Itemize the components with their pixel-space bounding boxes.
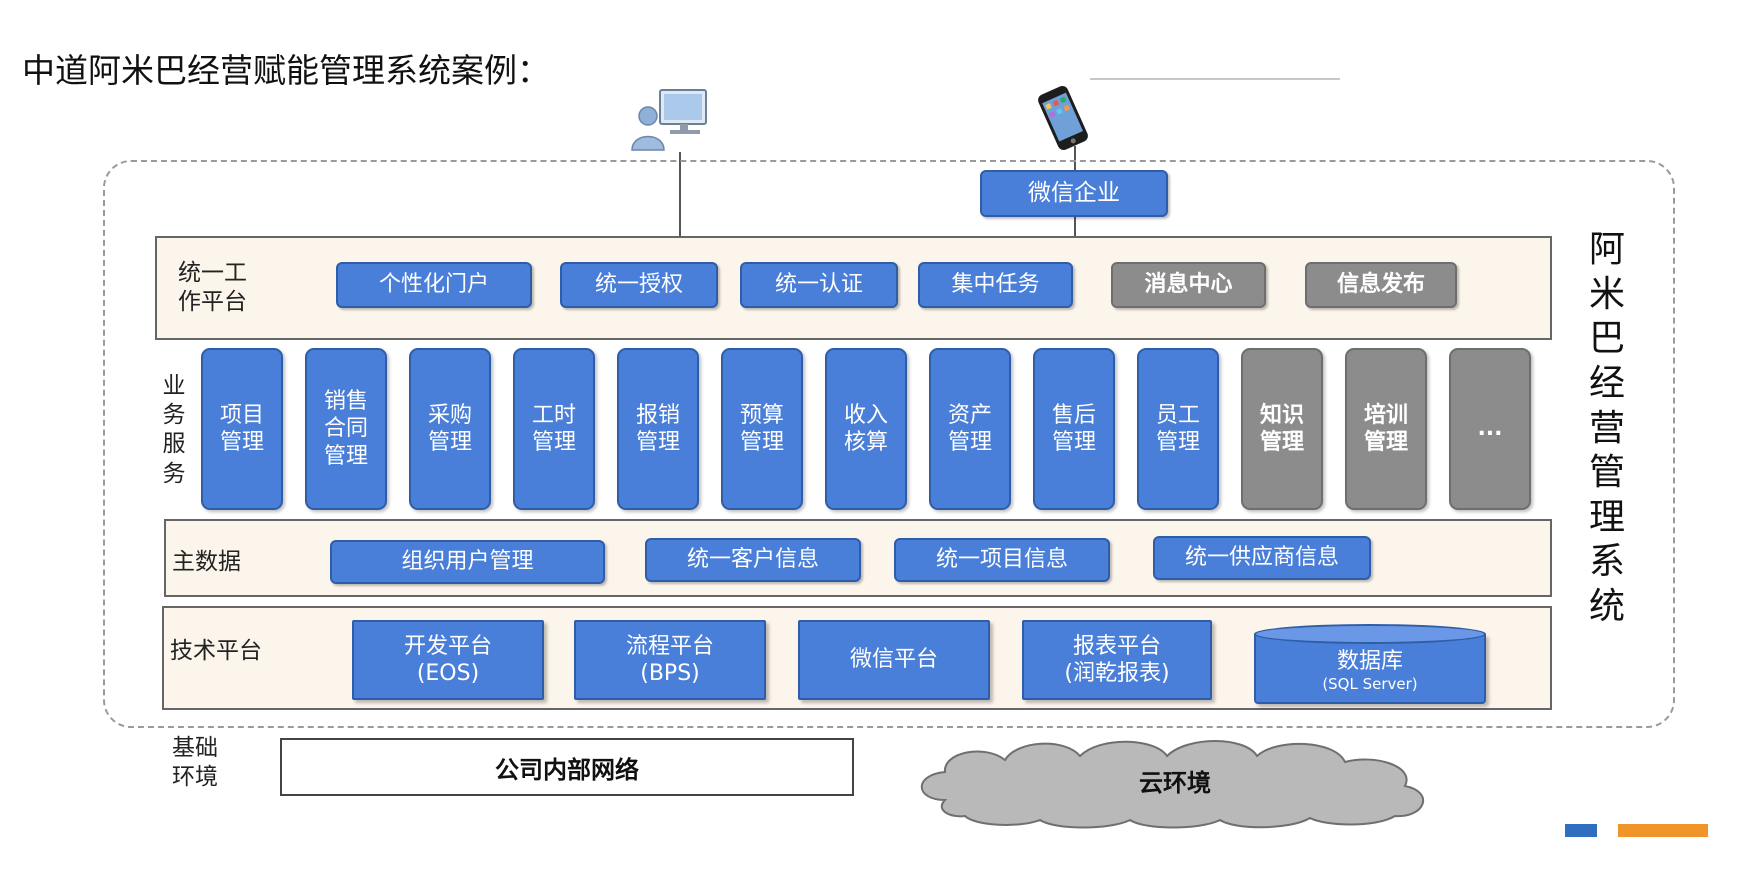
customer-info-button[interactable]: 统一客户信息 (645, 538, 861, 582)
service-budget[interactable]: 预算管理 (721, 348, 803, 510)
wechat-enterprise-button[interactable]: 微信企业 (980, 170, 1168, 217)
infrastructure-label: 基础 环境 (172, 735, 218, 790)
master-data-label: 主数据 (172, 549, 241, 575)
side-vertical-title: 阿 米 巴 经 营 管 理 系 统 (1588, 229, 1625, 627)
database-body: 数据库 (SQL Server) (1254, 634, 1486, 704)
service-procurement[interactable]: 采购管理 (409, 348, 491, 510)
desktop-user-icon (626, 86, 722, 152)
service-expense[interactable]: 报销管理 (617, 348, 699, 510)
business-services-label: 业 务 服 务 (162, 373, 186, 487)
report-platform-block[interactable]: 报表平台 (润乾报表) (1022, 620, 1212, 700)
desktop-connector (679, 152, 681, 238)
service-revenue-accounting[interactable]: 收入核算 (825, 348, 907, 510)
project-info-button[interactable]: 统一项目信息 (894, 538, 1110, 582)
page-title: 中道阿米巴经营赋能管理系统案例： (22, 51, 550, 90)
service-sales-contract[interactable]: 销售合同管理 (305, 348, 387, 510)
service-more[interactable]: ... (1449, 348, 1531, 510)
system-boundary (103, 160, 1675, 728)
mobile-connector (1074, 146, 1076, 170)
service-employee[interactable]: 员工管理 (1137, 348, 1219, 510)
service-after-sales[interactable]: 售后管理 (1033, 348, 1115, 510)
service-knowledge[interactable]: 知识管理 (1241, 348, 1323, 510)
footer-accent-orange (1618, 824, 1708, 837)
authorization-button[interactable]: 统一授权 (560, 262, 718, 308)
footer-accent-blue (1565, 824, 1597, 837)
service-project-management[interactable]: 项目管理 (201, 348, 283, 510)
info-publish-button[interactable]: 信息发布 (1305, 262, 1457, 308)
database-top (1254, 624, 1486, 644)
supplier-info-button[interactable]: 统一供应商信息 (1153, 536, 1371, 580)
org-user-button[interactable]: 组织用户管理 (330, 540, 605, 584)
portal-button[interactable]: 个性化门户 (336, 262, 532, 308)
cloud-icon (920, 740, 1425, 829)
tech-platform-label: 技术平台 (170, 638, 262, 664)
database-cylinder[interactable]: 数据库 (SQL Server) (1254, 624, 1486, 704)
service-asset[interactable]: 资产管理 (929, 348, 1011, 510)
mobile-phone-icon (1030, 84, 1096, 152)
wechat-platform-block[interactable]: 微信平台 (798, 620, 990, 700)
dev-platform-block[interactable]: 开发平台 (EOS) (352, 620, 544, 700)
header-divider (1090, 78, 1340, 80)
authentication-button[interactable]: 统一认证 (740, 262, 898, 308)
message-center-button[interactable]: 消息中心 (1111, 262, 1266, 308)
process-platform-block[interactable]: 流程平台 (BPS) (574, 620, 766, 700)
internal-network-box[interactable]: 公司内部网络 (280, 738, 854, 796)
task-center-button[interactable]: 集中任务 (918, 262, 1073, 308)
service-training[interactable]: 培训管理 (1345, 348, 1427, 510)
cloud-environment[interactable]: 云环境 (905, 730, 1445, 830)
wechat-connector (1074, 217, 1076, 238)
service-timesheet[interactable]: 工时管理 (513, 348, 595, 510)
unified-platform-label: 统一工 作平台 (178, 260, 247, 315)
